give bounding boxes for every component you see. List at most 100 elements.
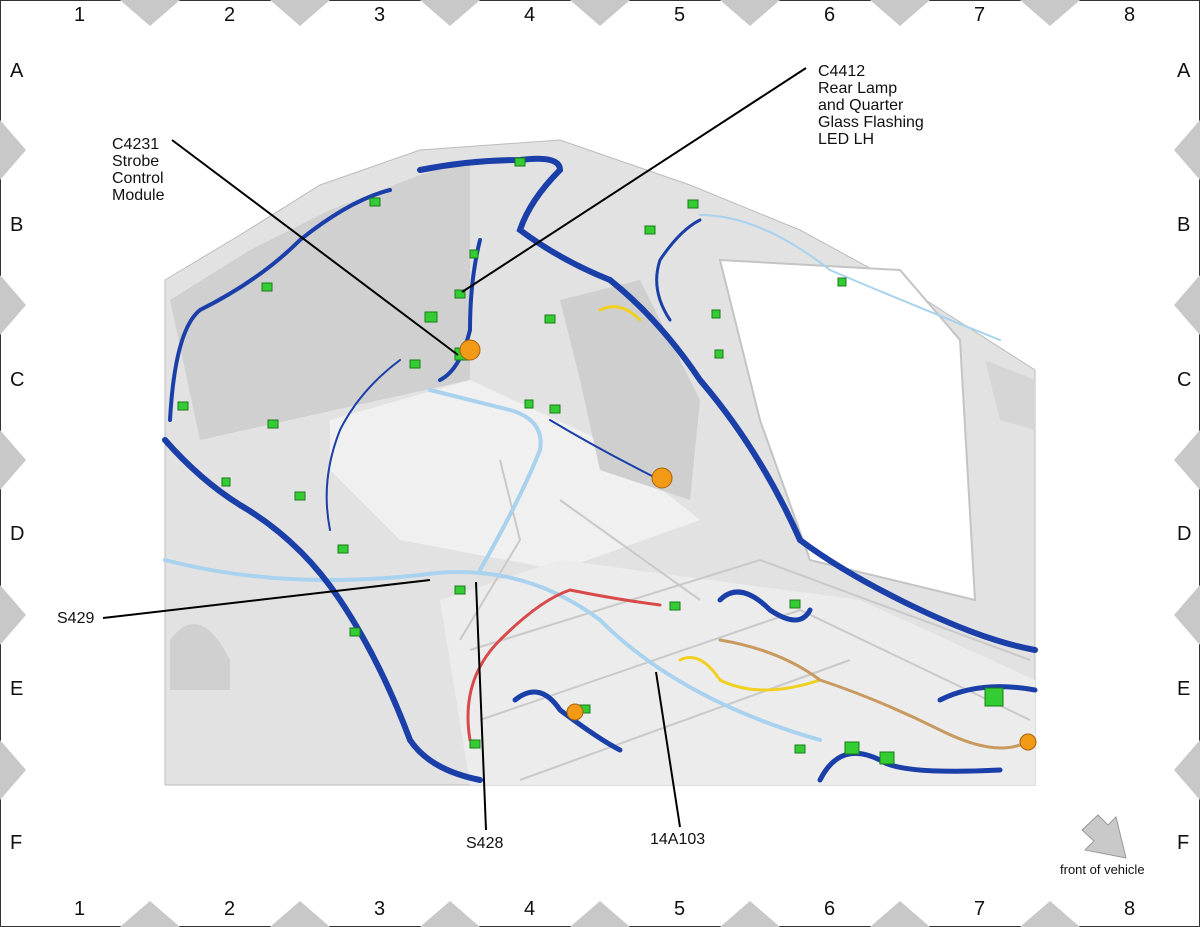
frame-marker [1174, 740, 1200, 800]
light-harness [163, 214, 1001, 742]
connector [337, 544, 349, 554]
frame-marker [120, 0, 180, 26]
b-pillar [985, 360, 1035, 430]
connector [369, 197, 381, 207]
connector [789, 599, 801, 609]
harness-branch [699, 214, 1001, 341]
grid-col-1-bottom: 1 [74, 898, 86, 920]
leader-c4231 [171, 139, 459, 356]
grid-row-b: B [10, 214, 24, 236]
crossmember [469, 558, 1031, 661]
frame-marker [870, 901, 930, 927]
grid-col-4-bottom: 4 [524, 898, 536, 920]
grid-row-c: C [10, 369, 25, 391]
grid-row-a: A [10, 60, 24, 82]
lamp-c4231 [459, 339, 481, 361]
frame-marker [0, 275, 26, 335]
grid-col-7: 7 [974, 4, 986, 26]
grid-row-b-right: B [1177, 214, 1191, 236]
frame-marker [1174, 585, 1200, 645]
frame-marker [420, 901, 480, 927]
grid-row-e: E [10, 678, 24, 700]
colored-wires [466, 305, 1032, 750]
front-of-vehicle-label: front of vehicle [1060, 862, 1145, 877]
connector [984, 687, 1004, 707]
connector [844, 741, 860, 755]
harness-loop [717, 589, 813, 623]
grid-col-8: 8 [1124, 4, 1136, 26]
connector [524, 399, 534, 409]
frame-marker [0, 430, 26, 490]
callout-s428: S428 [466, 835, 504, 852]
harness-branch [655, 218, 702, 322]
connector [469, 739, 481, 749]
grid-row-d-right: D [1177, 523, 1192, 545]
callout-c4412: C4412 Rear Lamp and Quarter Glass Flashi… [818, 63, 924, 148]
quarter-window-opening [718, 258, 977, 602]
leader-s428 [475, 581, 487, 831]
grid-col-7-bottom: 7 [974, 898, 986, 920]
grid-col-1: 1 [74, 4, 86, 26]
grid-col-6-bottom: 6 [824, 898, 836, 920]
harness-left-upper [168, 188, 392, 422]
connector [454, 289, 466, 299]
connector [514, 157, 526, 167]
connector [794, 744, 806, 754]
frame-marker [1174, 275, 1200, 335]
crossmember [479, 608, 1031, 721]
connector [424, 311, 438, 323]
leader-14a103 [655, 671, 681, 828]
connector [267, 419, 279, 429]
connector [544, 314, 556, 324]
connector [687, 199, 699, 209]
connector [177, 401, 189, 411]
frame-marker [570, 901, 630, 927]
grid-row-a-right: A [1177, 60, 1191, 82]
connector [294, 491, 306, 501]
frame-marker [1020, 0, 1080, 26]
connector [711, 309, 721, 319]
frame-marker [1174, 430, 1200, 490]
harness-right [417, 155, 1038, 653]
red-wire [466, 588, 662, 742]
yellow-wire [598, 305, 642, 322]
rear-bumper [170, 624, 230, 690]
frame-marker [120, 901, 180, 927]
grid-col-2-bottom: 2 [224, 898, 236, 920]
crossmember [459, 459, 522, 641]
lamp-flashing-led [651, 467, 673, 489]
leader-lines [102, 67, 807, 831]
connector [221, 477, 231, 487]
grid-row-d: D [10, 523, 25, 545]
harness-left [162, 437, 483, 783]
callout-s429: S429 [57, 610, 95, 627]
connector [549, 404, 561, 414]
harness-branch [325, 359, 401, 531]
floor-crossmembers [459, 459, 1031, 781]
grid-row-e-right: E [1177, 678, 1191, 700]
frame-marker [1174, 120, 1200, 180]
harness-loop [512, 689, 623, 753]
connector [261, 282, 273, 292]
grid-col-8-bottom: 8 [1124, 898, 1136, 920]
connector [837, 277, 847, 287]
grid-col-4: 4 [524, 4, 536, 26]
yellow-wire [678, 656, 822, 692]
frame-marker [420, 0, 480, 26]
connector [669, 601, 681, 611]
connectors [177, 157, 1004, 765]
lamps [459, 339, 1037, 751]
connector [469, 249, 479, 259]
callout-14a103: 14A103 [650, 831, 706, 848]
frame-marker [270, 901, 330, 927]
grid-row-f-right: F [1177, 832, 1190, 854]
grid-row-c-right: C [1177, 369, 1192, 391]
grid-col-3: 3 [374, 4, 386, 26]
connector [644, 225, 656, 235]
harness-branch [937, 684, 1038, 703]
rear-floor [330, 380, 700, 570]
grid-col-6: 6 [824, 4, 836, 26]
harness-branch [549, 419, 661, 481]
leader-s429 [102, 579, 431, 619]
grid-col-2: 2 [224, 4, 236, 26]
